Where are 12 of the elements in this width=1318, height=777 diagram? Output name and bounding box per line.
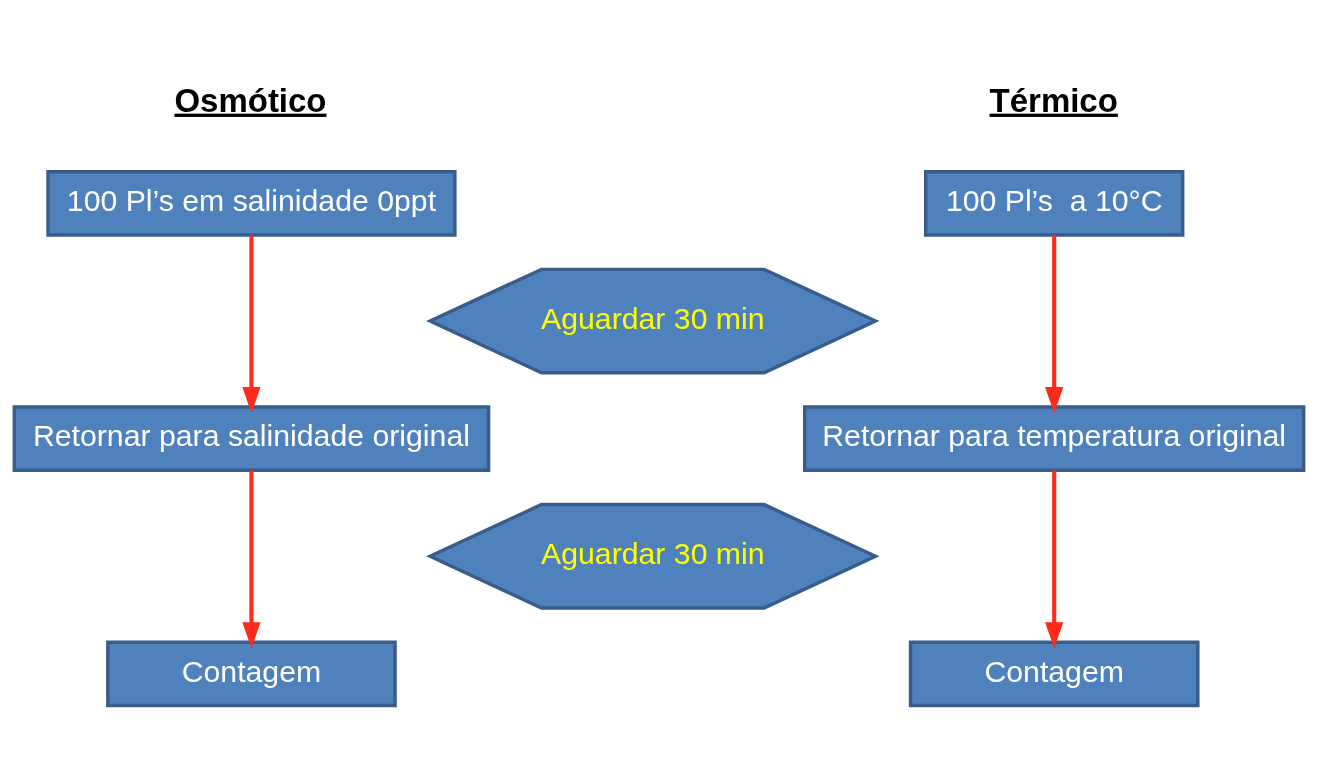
arrow (1045, 235, 1064, 414)
node-box: Retornar para salinidade original (12, 405, 491, 472)
node-box: 100 Pl’s a 10°C (923, 170, 1185, 237)
node-box: Retornar para temperatura original (803, 405, 1306, 472)
node-box: Contagem (106, 640, 397, 708)
label: Osmótico (174, 81, 327, 119)
arrow (242, 235, 261, 414)
node-box: Contagem (908, 640, 1200, 708)
node-box: 100 Pl’s em salinidade 0ppt (46, 170, 457, 237)
arrow (1045, 470, 1064, 649)
arrow (242, 470, 261, 649)
label: Térmico (989, 81, 1118, 119)
